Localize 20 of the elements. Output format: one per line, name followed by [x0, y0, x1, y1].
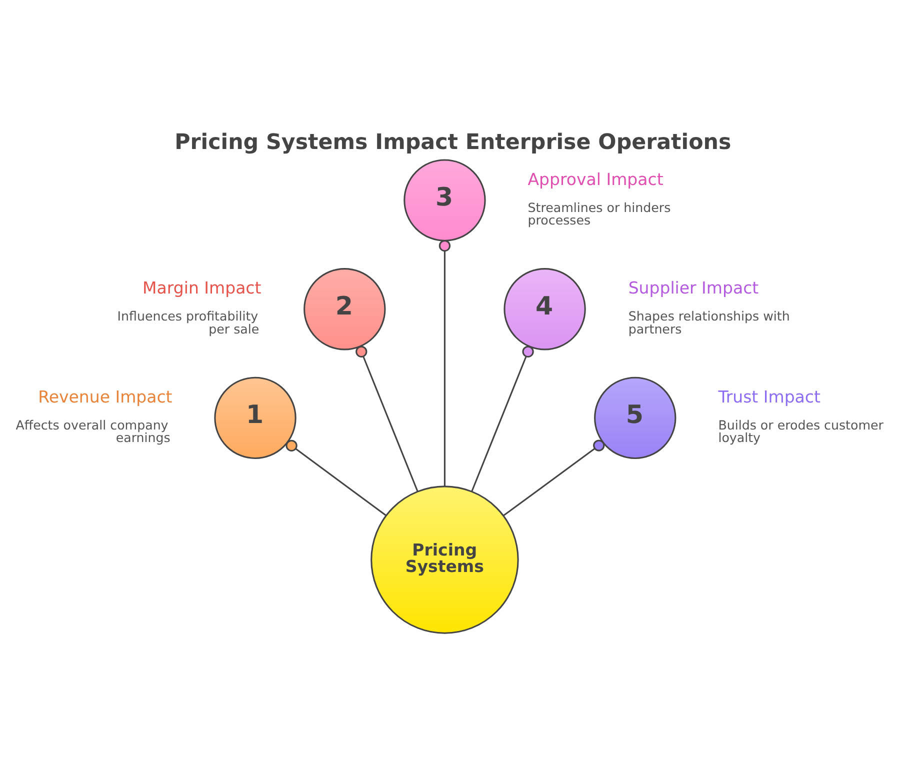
node-label: Trust Impact	[718, 387, 820, 406]
node-label: Supplier Impact	[628, 278, 759, 298]
node-label: Streamlines or hinders processes	[528, 200, 671, 228]
connector	[471, 346, 534, 492]
node-label: Shapes relationships with partners	[628, 308, 790, 336]
connector	[502, 440, 605, 516]
connector	[438, 240, 451, 486]
connector	[356, 346, 418, 492]
node-label: Approval Impact	[528, 170, 664, 189]
node-label: Margin Impact	[142, 278, 262, 298]
node-circle: 4	[504, 268, 586, 350]
node-circle: Pricing Systems	[370, 486, 519, 634]
node-circle: 2	[304, 268, 386, 350]
node-label: Influences profitability per sale	[117, 308, 260, 336]
node-label: Affects overall company earnings	[16, 417, 170, 446]
diagram-title: Pricing Systems Impact Enterprise Operations	[174, 130, 732, 155]
connector	[286, 440, 387, 516]
node-label: Revenue Impact	[38, 387, 172, 406]
node-label: Builds or erodes customer loyalty	[718, 417, 884, 446]
node-circle: 3	[404, 159, 486, 242]
